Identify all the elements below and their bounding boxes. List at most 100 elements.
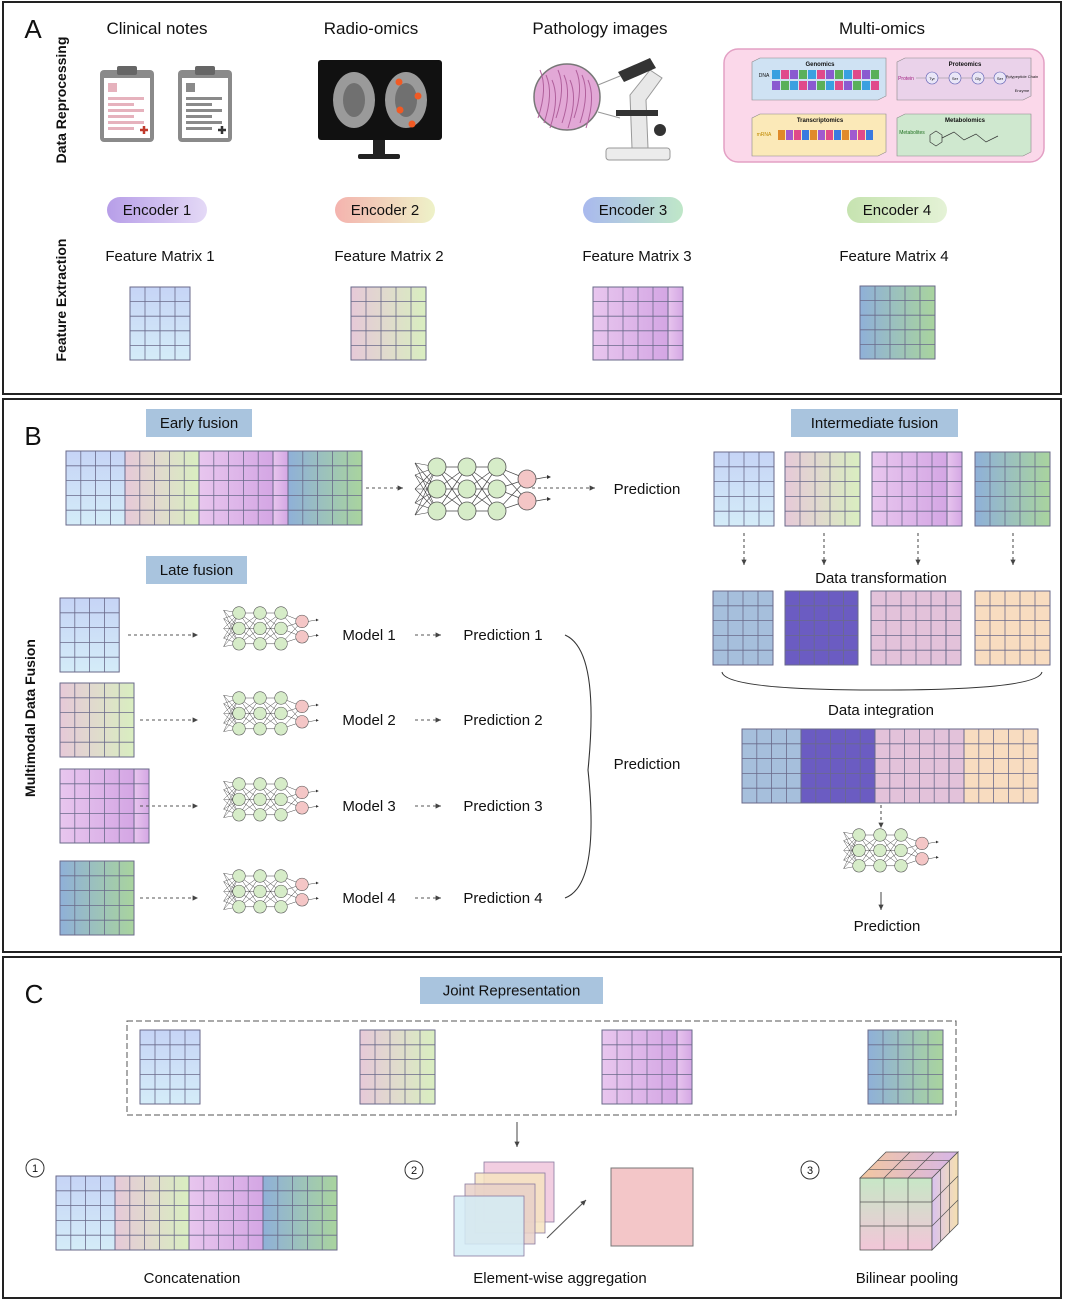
arrow-head: [580, 1200, 586, 1206]
nn-output-edge: [308, 704, 317, 707]
clipboard-line: [108, 127, 134, 130]
integrated-m1: [741, 728, 802, 804]
arrow-head: [435, 632, 441, 638]
clipboard-line: [108, 97, 144, 100]
brain-hotspot: [408, 120, 416, 128]
nn-output-arrowhead: [316, 634, 319, 637]
late-model-label-3: Model 3: [342, 798, 395, 815]
nn-output-node: [295, 877, 309, 891]
nn-hidden-node: [232, 606, 246, 620]
zoom-line: [597, 111, 621, 119]
cube-gridline: [931, 1175, 959, 1203]
nn-output-edge: [928, 857, 937, 860]
arrow-head: [192, 803, 198, 809]
dna-base: [844, 70, 852, 79]
encoder-2: Encoder 2: [351, 202, 419, 219]
nn-hidden-node: [232, 722, 246, 736]
late-model-arrow-4: [415, 895, 441, 901]
protein-residue: [948, 71, 962, 85]
clipboard-line: [108, 121, 144, 124]
joint-down-arrow: [514, 1122, 520, 1147]
concat-m1: [55, 1175, 116, 1251]
omics-card-title: Proteomics: [949, 62, 982, 68]
nn-hidden-node: [873, 859, 887, 873]
matrix-body: [874, 728, 950, 804]
aggregated-square: [610, 1167, 694, 1247]
transformed-matrix-1: [712, 590, 774, 666]
clipboard-clip: [195, 66, 215, 75]
late-prediction-label-3: Prediction 3: [463, 798, 542, 815]
nn-hidden-node: [852, 859, 866, 873]
dna-base: [835, 81, 843, 90]
panel-b-frame: [2, 398, 1062, 953]
protein-residue: [993, 71, 1007, 85]
tissue-stroke: [585, 79, 592, 129]
dna-base: [799, 70, 807, 79]
nn-hidden-node: [232, 900, 246, 914]
nn-output-arrowhead: [316, 719, 319, 722]
nn-output-node: [295, 699, 309, 713]
matrix-body: [359, 1029, 436, 1105]
arrow-head: [192, 717, 198, 723]
nn-output-arrowhead: [316, 618, 319, 622]
nn-hidden-node: [253, 777, 267, 791]
omics-sublabel: mRNA: [757, 132, 772, 138]
mrna-base: [794, 130, 801, 140]
intermediate-fusion-title-box: [791, 409, 958, 437]
nn-hidden-node: [427, 457, 447, 477]
protein-residue-label: Gly: [975, 76, 981, 81]
inter-nn: [843, 828, 939, 873]
dna-base: [790, 81, 798, 90]
mrna-base: [802, 130, 809, 140]
joint-representation-title-box: [420, 977, 603, 1004]
omics-card: [896, 113, 1032, 157]
dna-base: [817, 70, 825, 79]
late-model-label-2: Model 2: [342, 712, 395, 729]
early-nn: [414, 457, 551, 521]
nn-output-node: [295, 614, 309, 628]
clipboard-line: [186, 127, 212, 130]
integrated-m2: [800, 728, 876, 804]
nn-output-arrowhead: [316, 805, 319, 808]
transformed-matrix-2: [784, 590, 859, 666]
aggregation-arrow: [546, 1199, 587, 1239]
nn-hidden-node: [873, 828, 887, 842]
protein-residue-label: Ser: [997, 76, 1004, 81]
protein-residue: [971, 71, 985, 85]
data-transformation-label: Data transformation: [815, 570, 947, 587]
nn-hidden-node: [873, 843, 887, 857]
intermediate-fusion-title: Intermediate fusion: [811, 415, 939, 432]
microscope-knob: [654, 124, 666, 136]
arrow-head: [878, 904, 884, 910]
microscope-eyepiece: [618, 58, 656, 82]
feature-matrix-label-3: Feature Matrix 3: [582, 248, 691, 265]
inter-down-arrow-1: [741, 533, 747, 565]
modality-title-2: Radio-omics: [324, 19, 418, 38]
encoder-3: Encoder 3: [599, 202, 667, 219]
clipboard-line: [108, 115, 134, 118]
late-arrow-4: [140, 895, 198, 901]
concat-m2: [114, 1175, 190, 1251]
matrix-body: [114, 1175, 190, 1251]
dna-base: [862, 70, 870, 79]
matrix-extra-column: [272, 450, 289, 526]
feature-matrix-label-2: Feature Matrix 2: [334, 248, 443, 265]
clipboard-cross: [140, 126, 148, 134]
cube-front: [859, 1177, 933, 1251]
nn-output-edge: [308, 790, 317, 793]
arrow-head: [878, 822, 884, 828]
matrix-body: [188, 1175, 264, 1251]
method-number-circle-1: [25, 1158, 45, 1178]
nn-output-arrowhead: [936, 856, 939, 859]
method-number-circle-2: [404, 1160, 424, 1180]
late-prediction-label-1: Prediction 1: [463, 627, 542, 644]
nn-output-arrowhead: [316, 703, 319, 707]
nn-output-edge: [308, 720, 317, 723]
nn-output-node: [915, 836, 929, 850]
clipboard-line: [108, 103, 134, 106]
omics-card: [896, 57, 1032, 101]
inter-arrow-out: [878, 892, 884, 910]
inter-arrow-nn: [878, 805, 884, 828]
matrix-extra-column: [946, 451, 963, 527]
mrna-base: [834, 130, 841, 140]
